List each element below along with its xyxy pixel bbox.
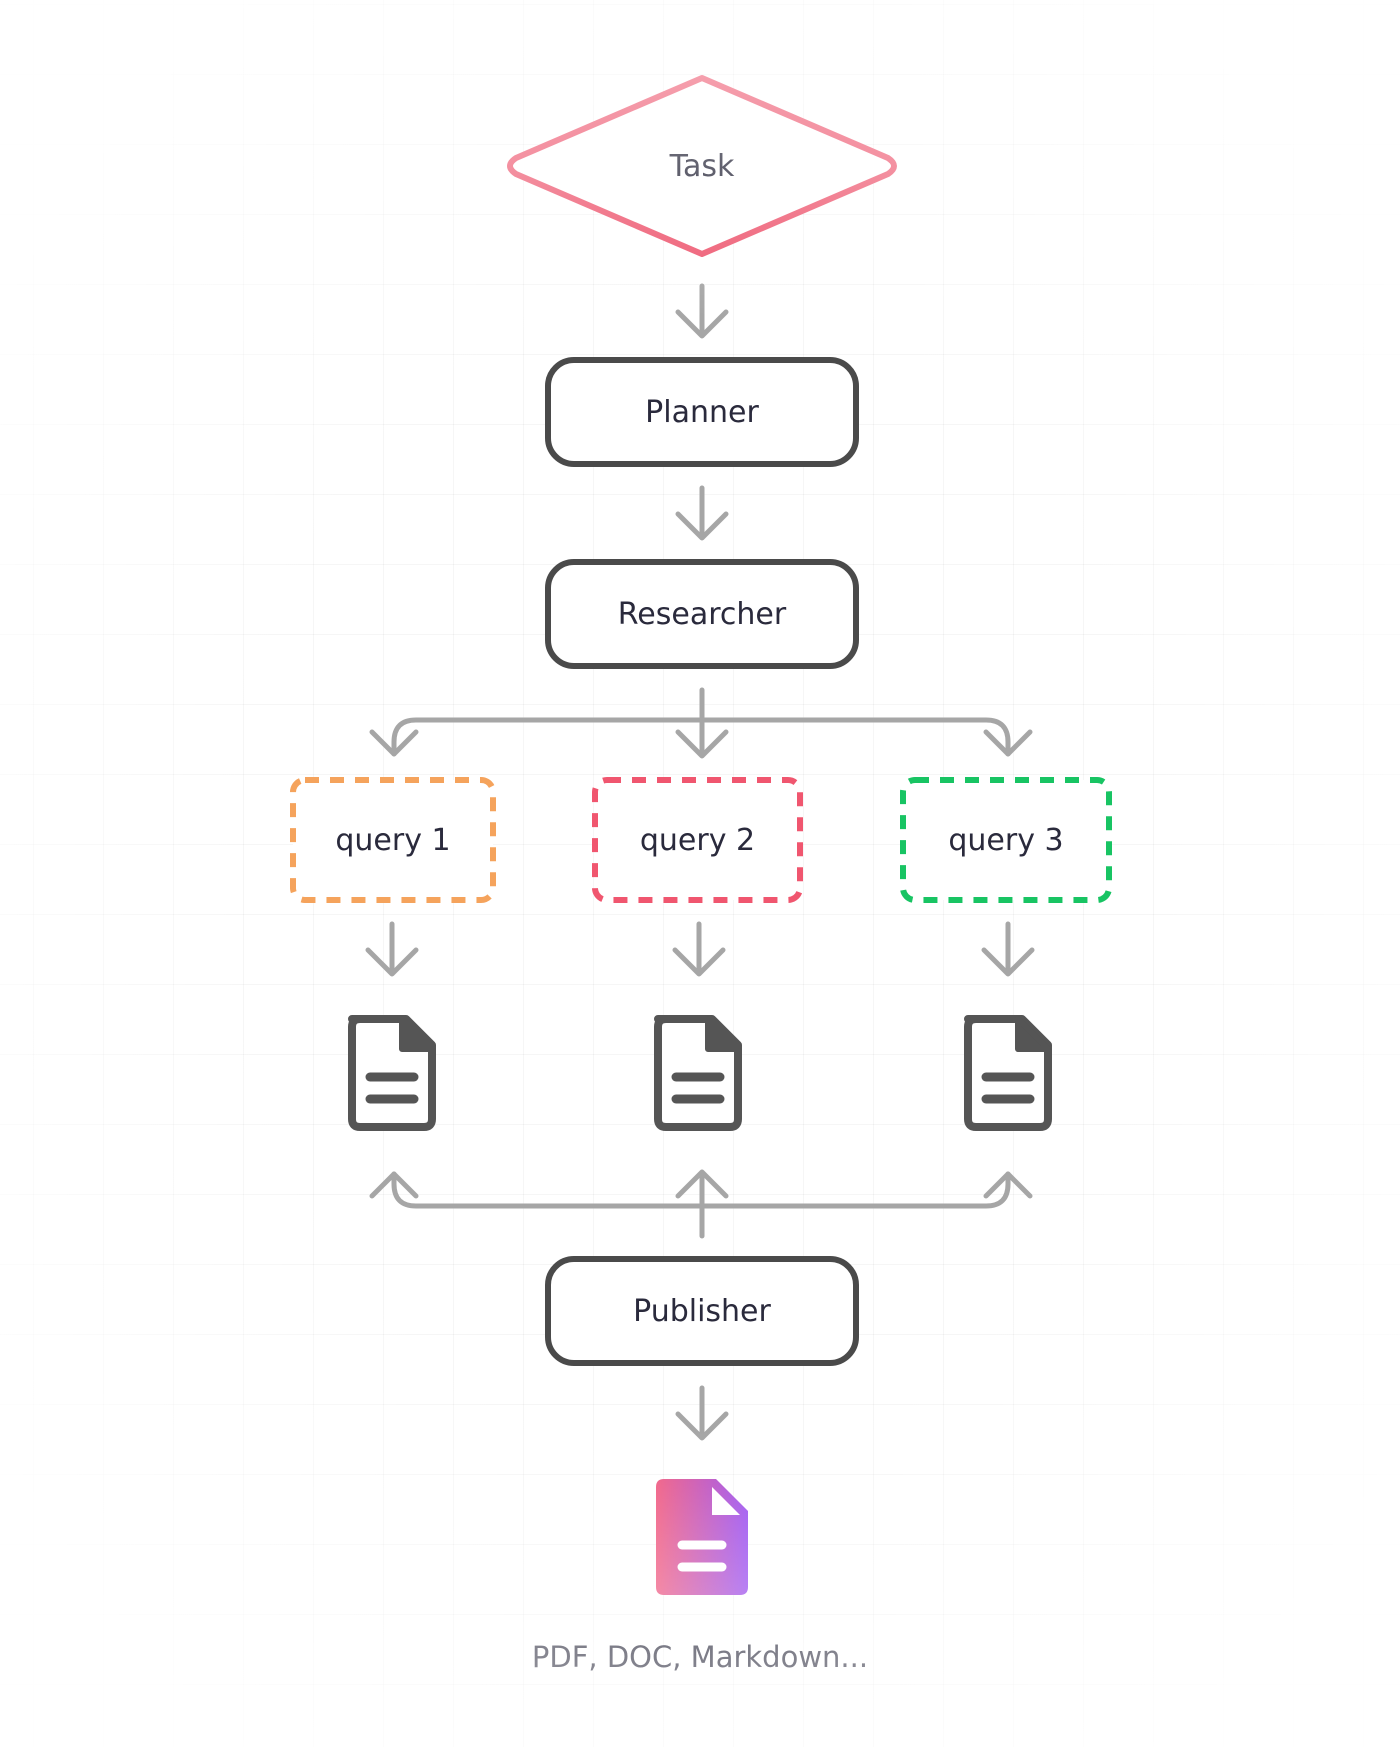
arrows-researcher-to-queries — [369, 687, 1033, 759]
planner-label: Planner — [645, 394, 759, 430]
query-1-label: query 1 — [335, 822, 451, 858]
document-icon — [348, 1015, 436, 1131]
arrows-publisher-to-documents — [369, 1169, 1033, 1239]
gradient-document-icon — [656, 1479, 748, 1595]
query-1-box — [290, 777, 496, 903]
query-3-box — [900, 777, 1112, 903]
document-icon — [654, 1015, 742, 1131]
researcher-label: Researcher — [617, 596, 787, 632]
query-2-box — [592, 777, 803, 903]
researcher-box — [545, 559, 859, 669]
arrow-publisher-to-output — [675, 1385, 729, 1441]
output-formats-caption: PDF, DOC, Markdown... — [531, 1640, 869, 1674]
task-diamond — [507, 75, 897, 257]
arrow-planner-to-researcher — [675, 485, 729, 541]
arrow-task-to-planner — [675, 283, 729, 339]
publisher-box — [545, 1256, 859, 1366]
query-2-label: query 2 — [639, 822, 756, 858]
planner-box — [545, 357, 859, 467]
document-icon — [964, 1015, 1052, 1131]
query-3-label: query 3 — [948, 822, 1064, 858]
publisher-label: Publisher — [633, 1293, 771, 1329]
task-label: Task — [669, 148, 735, 184]
arrows-queries-to-documents — [365, 921, 1035, 977]
